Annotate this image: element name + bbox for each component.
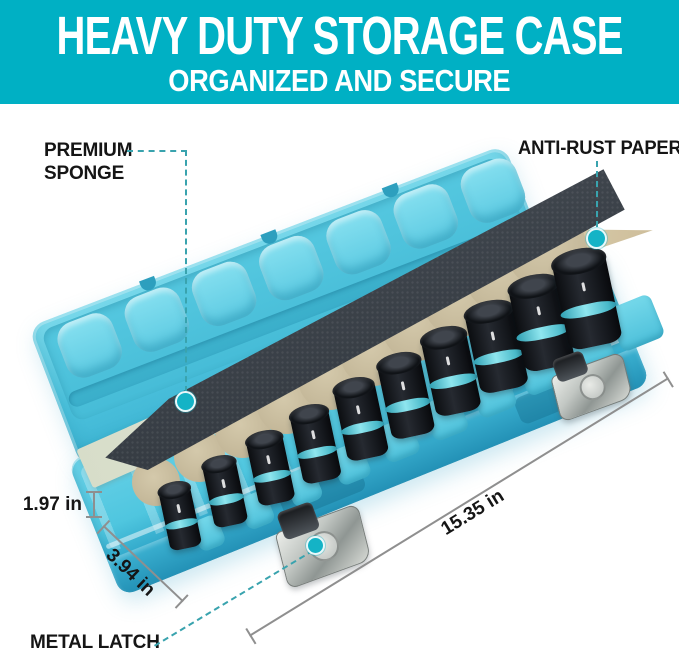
socket-brand-mark (176, 504, 181, 514)
height-dimension-label: 1.97 in (22, 494, 82, 515)
socket-teal-band (427, 370, 479, 392)
socket-brand-mark (266, 454, 271, 465)
socket-teal-band (471, 346, 525, 369)
height-dimension-line (86, 491, 102, 518)
anti-rust-paper-label: ANTI-RUST PAPER (518, 138, 679, 159)
socket-brand-mark (580, 281, 586, 292)
header-banner: HEAVY DUTY STORAGE CASE ORGANIZED AND SE… (0, 0, 679, 104)
latch-callout-dot-icon (306, 536, 325, 555)
socket-teal-band (339, 419, 386, 438)
socket-teal-band (163, 515, 199, 532)
length-dimension-label: 15.35 in (437, 485, 508, 540)
socket-teal-band (207, 491, 246, 508)
anti-rust-paper-callout-line (596, 161, 598, 227)
socket-brand-mark (490, 331, 496, 341)
premium-sponge-label: PREMIUM SPONGE (44, 140, 133, 184)
socket-brand-mark (221, 479, 226, 489)
socket-brand-mark (400, 380, 406, 391)
socket-brand-mark (355, 405, 361, 415)
sponge-callout-dot-icon (175, 391, 196, 412)
socket-teal-band (559, 297, 618, 322)
premium-sponge-callout-line (127, 150, 187, 152)
premium-sponge-callout-line (185, 150, 187, 392)
page-title: HEAVY DUTY STORAGE CASE (56, 5, 623, 66)
socket-teal-band (251, 467, 292, 485)
socket-brand-mark (535, 306, 541, 316)
socket-teal-band (515, 322, 572, 345)
metal-latch-label: METAL LATCH (30, 632, 160, 653)
socket-teal-band (295, 443, 339, 462)
socket-teal-band (383, 394, 432, 415)
page-subtitle: ORGANIZED AND SECURE (168, 62, 511, 98)
socket-brand-mark (310, 429, 316, 440)
socket-brand-mark (445, 355, 451, 366)
paper-callout-dot-icon (586, 228, 607, 249)
